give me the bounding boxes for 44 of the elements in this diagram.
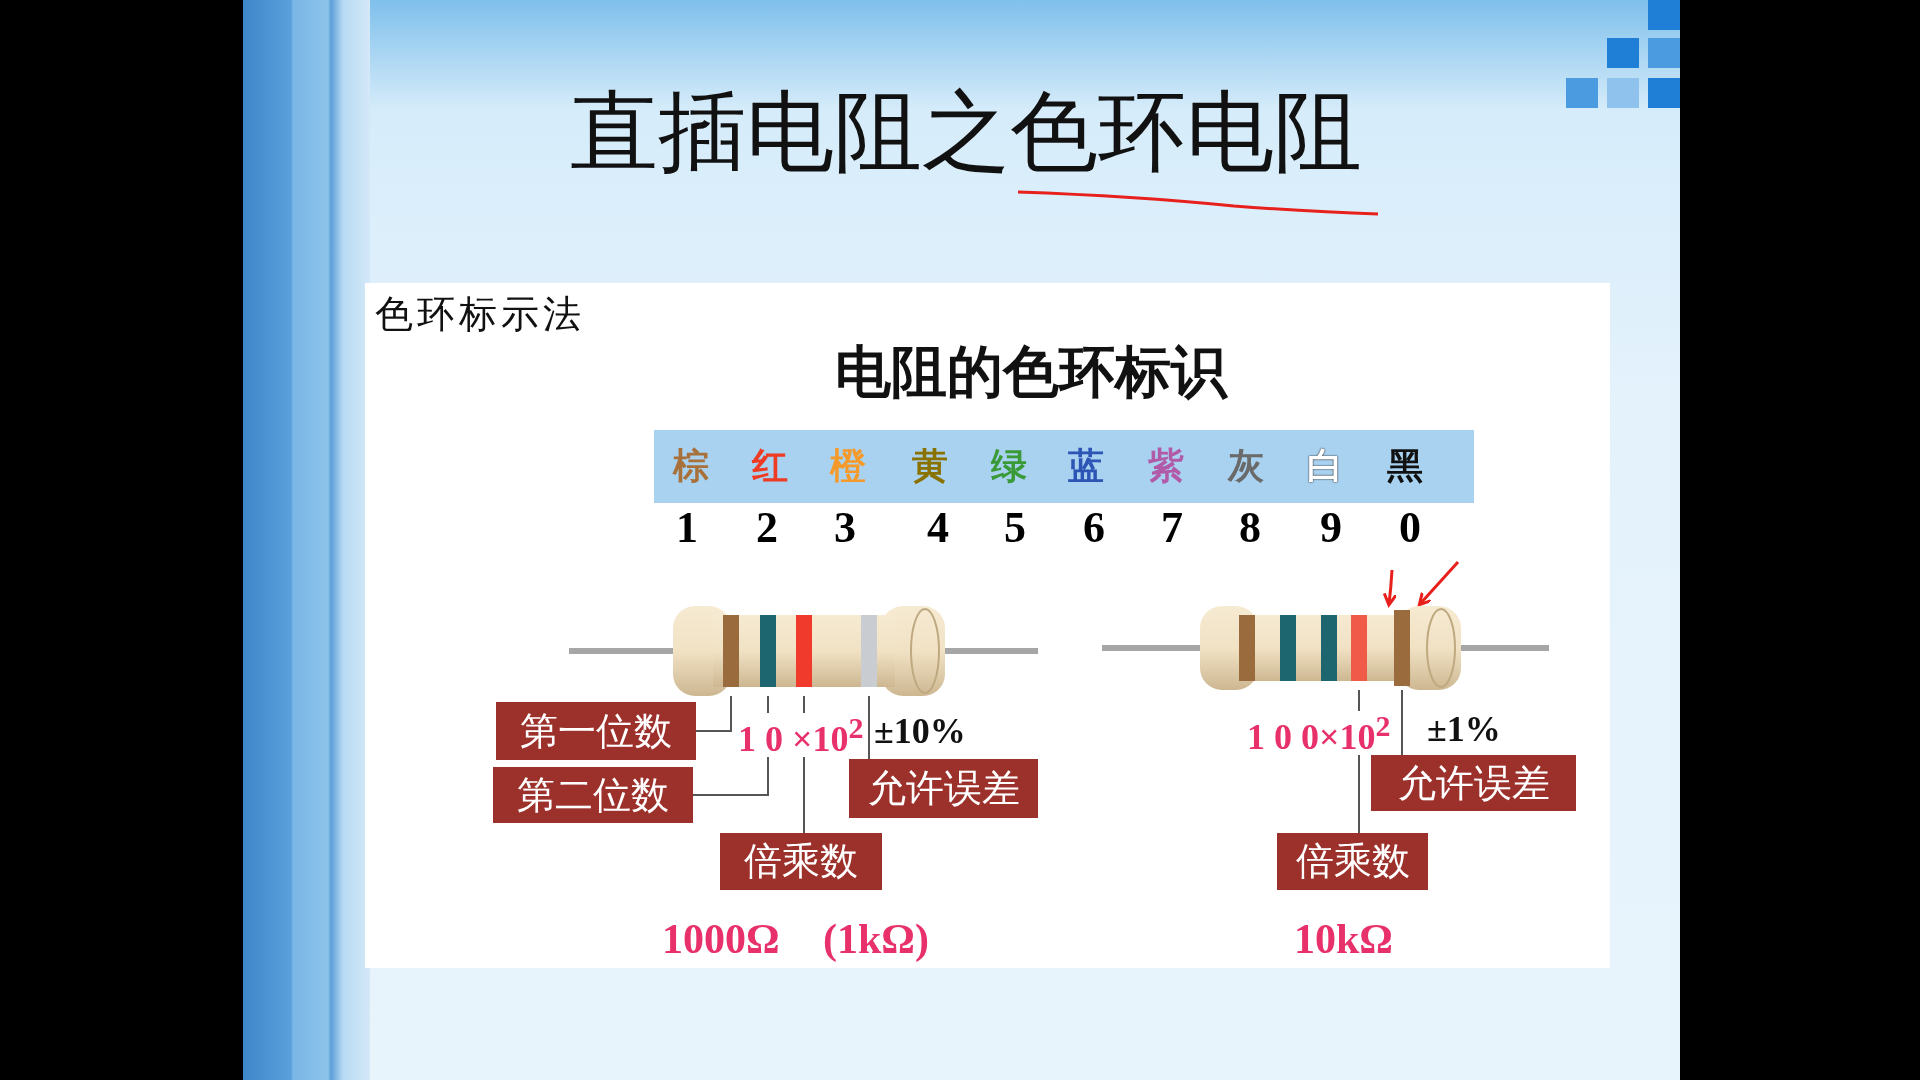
digit-label: 2 <box>756 506 778 550</box>
color-name: 黑 <box>1387 448 1423 484</box>
formula-label: 1 0 ×10$^{2}$ <box>738 713 864 757</box>
color-name: 蓝 <box>1068 448 1104 484</box>
digit-label: 3 <box>834 506 856 550</box>
digit-label: 6 <box>1083 506 1105 550</box>
arrow <box>1382 569 1398 607</box>
section-label: 色环标示法 <box>375 295 585 333</box>
color-name: 棕 <box>673 448 709 484</box>
digit-label: 7 <box>1161 506 1183 550</box>
arrow <box>1417 561 1460 607</box>
label-box: 允许误差 <box>849 759 1038 818</box>
formula-label: 1 0 0×10$^{2}$ <box>1247 711 1391 755</box>
value-label: 1000Ω <box>662 918 780 960</box>
resistor-drawing <box>1102 606 1549 690</box>
leader-line <box>695 695 732 732</box>
digit-label: 4 <box>927 506 949 550</box>
color-bar <box>654 430 1474 503</box>
leader-line <box>868 695 870 760</box>
color-name: 红 <box>752 448 788 484</box>
tolerance-label: ±1% <box>1427 711 1501 747</box>
digit-label: 8 <box>1239 506 1261 550</box>
color-name: 黄 <box>912 448 948 484</box>
chart-heading: 电阻的色环标识 <box>835 344 1227 400</box>
label-box: 允许误差 <box>1371 755 1576 811</box>
label-box: 第二位数 <box>493 767 693 823</box>
resistor-drawing <box>569 606 1038 696</box>
color-name: 灰 <box>1228 448 1264 484</box>
leader-line <box>1401 689 1403 756</box>
tolerance-label: ±10% <box>874 713 966 749</box>
digit-label: 0 <box>1399 506 1421 550</box>
slide-title: 直插电阻之色环电阻 <box>570 88 1362 176</box>
color-name: 紫 <box>1148 448 1184 484</box>
digit-label: 5 <box>1004 506 1026 550</box>
color-name: 橙 <box>830 448 866 484</box>
digit-label: 1 <box>676 506 698 550</box>
color-name: 白 <box>1307 448 1343 484</box>
label-box: 倍乘数 <box>720 833 882 890</box>
label-box: 倍乘数 <box>1277 833 1428 890</box>
value-label: 10kΩ <box>1294 918 1393 960</box>
label-box: 第一位数 <box>496 702 696 760</box>
digit-label: 9 <box>1320 506 1342 550</box>
color-name: 绿 <box>991 448 1027 484</box>
value-label: (1kΩ) <box>823 918 929 960</box>
